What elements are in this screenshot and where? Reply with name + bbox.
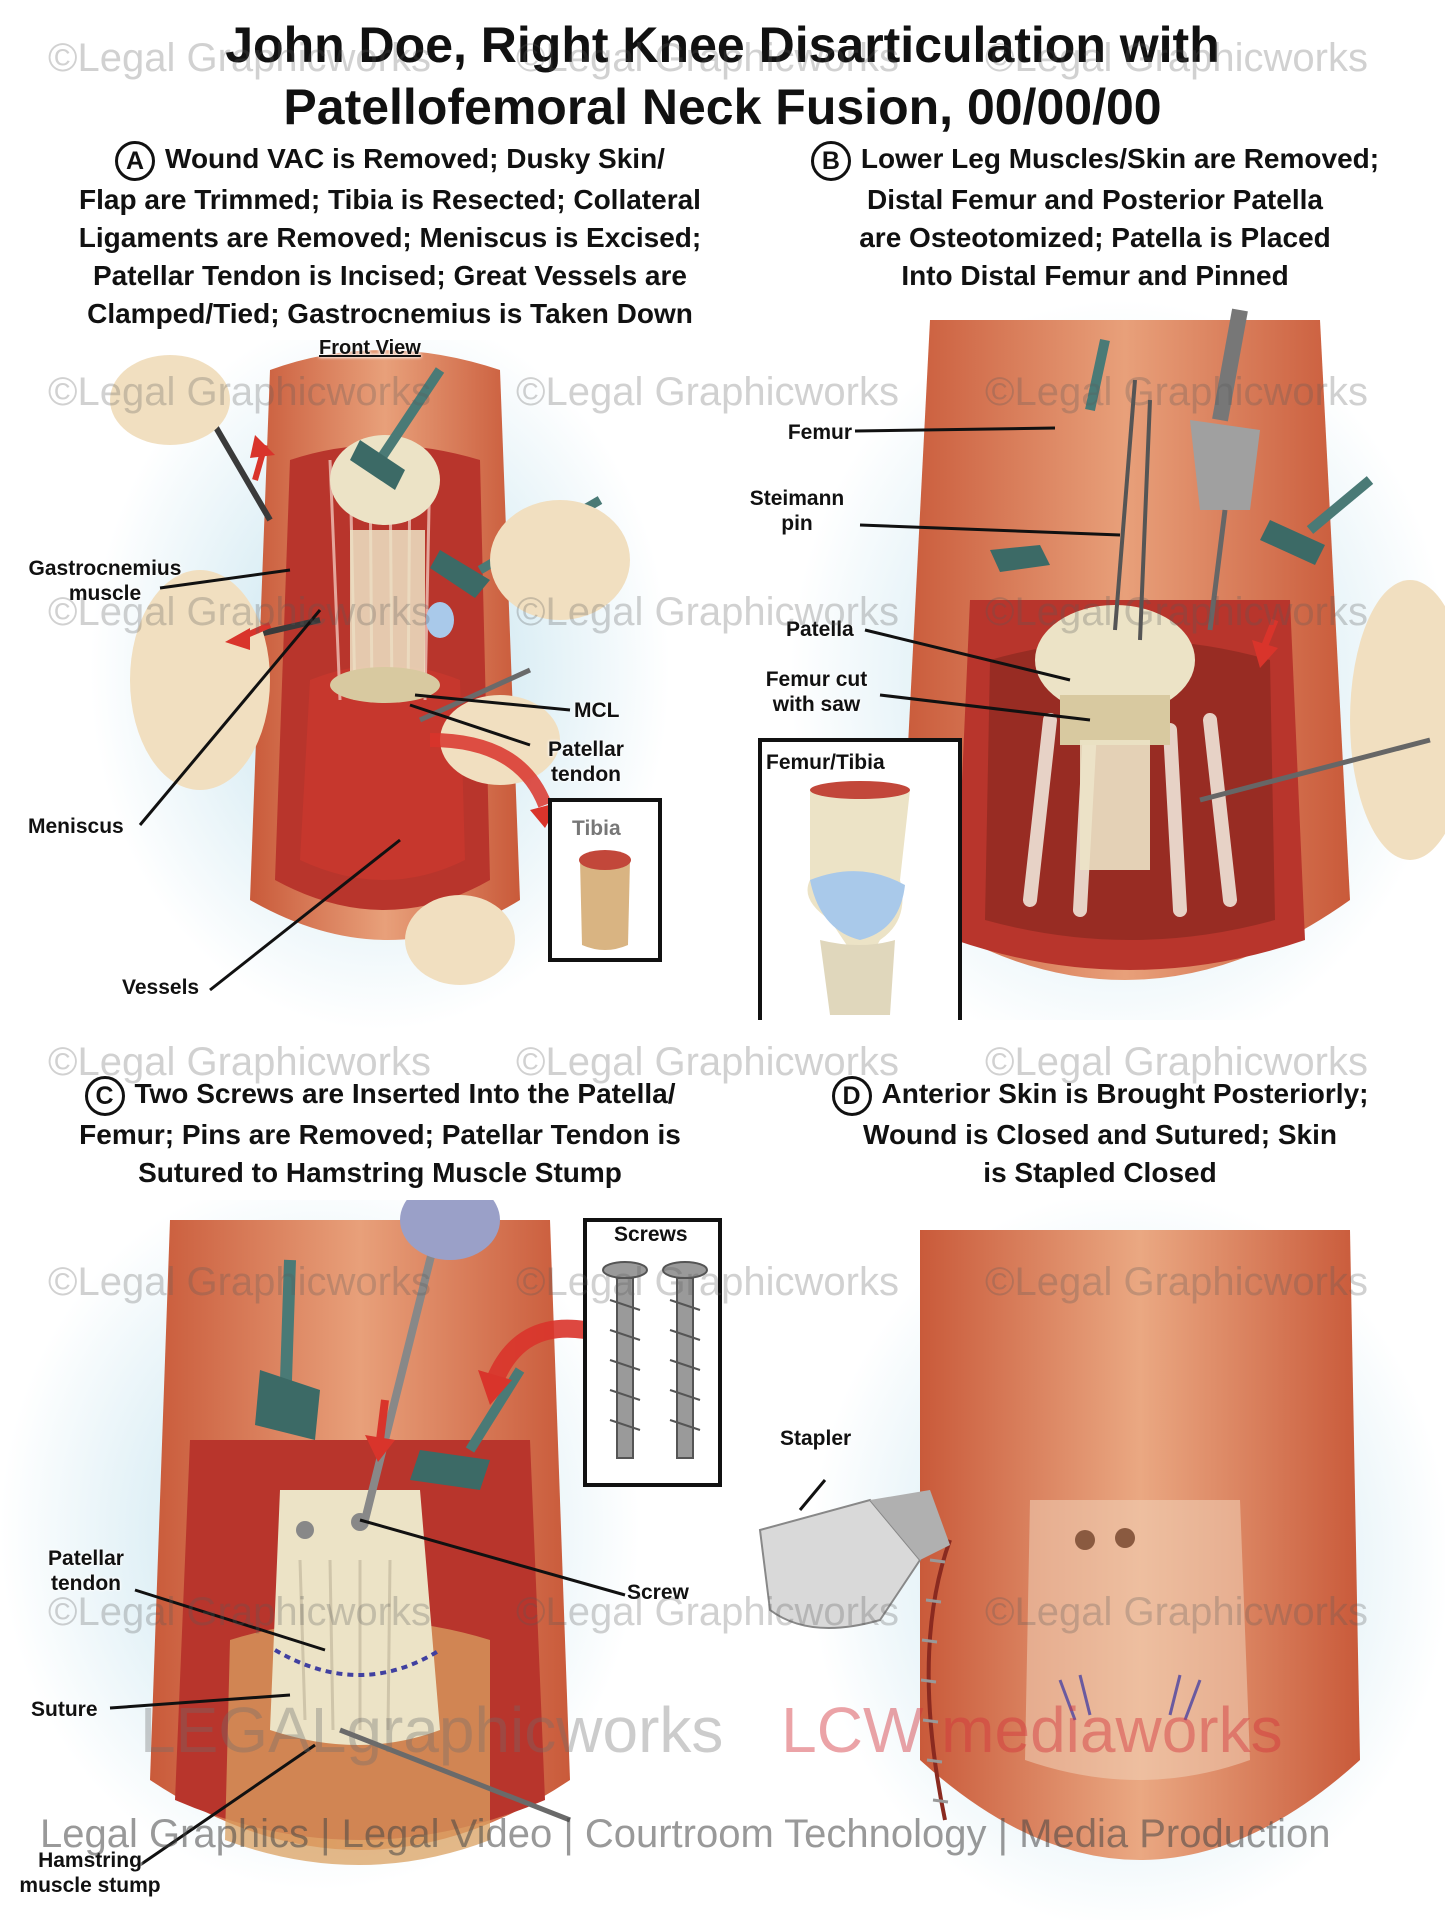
panel-a-badge: A [115, 140, 156, 181]
stapler-label: Stapler [780, 1427, 852, 1450]
footer-services: Legal Graphics | Legal Video | Courtroom… [40, 1812, 1331, 1856]
panel-b-caption-line-1: Lower Leg Muscles/Skin are Removed; [860, 143, 1380, 174]
patellar-tendon-c-line-1: Patellar [48, 1547, 124, 1570]
front-view-label: Front View [319, 337, 421, 359]
femur-cut-line-1: Femur cut [765, 668, 868, 691]
panel-a-caption-line-2: Flap are Trimmed; Tibia is Resected; Col… [79, 183, 701, 215]
panel-a-caption: A Wound VAC is Removed; Dusky Skin/ Flap … [40, 140, 740, 333]
panel-b-caption-line-4: Into Distal Femur and Pinned [901, 259, 1289, 291]
patella-label: Patella [786, 618, 854, 641]
panel-b-badge: B [810, 140, 851, 181]
panel-a-caption-line-4: Patellar Tendon is Incised; Great Vessel… [93, 259, 687, 291]
screws-inset-title: Screws [614, 1223, 688, 1246]
panel-c-caption-line-3: Sutured to Hamstring Muscle Stump [138, 1156, 622, 1188]
gastrocnemius-label-line-2: muscle [68, 582, 142, 605]
panel-c-caption-line-2: Femur; Pins are Removed; Patellar Tendon… [79, 1118, 681, 1150]
patellar-tendon-a-line-1: Patellar [548, 738, 624, 761]
panel-c-caption: C Two Screws are Inserted Into the Patell… [20, 1075, 740, 1192]
vessels-label: Vessels [122, 976, 200, 999]
panel-d-badge: D [831, 1075, 872, 1116]
brand-watermark: LEGALgraphicworks LCW mediaworks [140, 1693, 1410, 1767]
patellar-tendon-c-line-2: tendon [51, 1572, 121, 1595]
panel-a-caption-line-3: Ligaments are Removed; Meniscus is Excis… [78, 221, 702, 253]
panel-d-illustration [758, 1200, 1445, 1920]
femur-cut-line-2: with saw [772, 693, 861, 716]
panel-a-caption-line-5: Clamped/Tied; Gastrocnemius is Taken Dow… [87, 297, 693, 329]
title-line-2: Patellofemoral Neck Fusion, 00/00/00 [283, 79, 1162, 135]
screw-label: Screw [627, 1581, 689, 1604]
panel-d-caption-line-3: is Stapled Closed [983, 1156, 1217, 1188]
gastrocnemius-label-line-1: Gastrocnemius [28, 557, 182, 580]
panel-a-illustration [90, 340, 670, 1030]
panel-b-caption: B Lower Leg Muscles/Skin are Removed; Dis… [770, 140, 1420, 295]
panel-b-caption-line-2: Distal Femur and Posterior Patella [867, 183, 1323, 215]
hamstring-label: Hamstring muscle stump [10, 1848, 170, 1898]
femur-tibia-inset-title: Femur/Tibia [766, 751, 885, 774]
tibia-inset-title: Tibia [572, 817, 621, 840]
steimann-pin-line-1: Steimann [749, 487, 845, 510]
page-title: John Doe, Right Knee Disarticulation wit… [0, 14, 1445, 138]
patellar-tendon-label-a: Patellar tendon [536, 737, 636, 787]
mcl-label: MCL [574, 699, 620, 722]
steimann-pin-label: Steimann pin [742, 486, 852, 536]
brand-right: LCW mediaworks [781, 1694, 1283, 1766]
panel-c-badge: C [84, 1075, 125, 1116]
gastrocnemius-label: Gastrocnemius muscle [20, 556, 190, 606]
title-line-1: John Doe, Right Knee Disarticulation wit… [225, 17, 1220, 73]
panel-d-caption: D Anterior Skin is Brought Posteriorly; W… [780, 1075, 1420, 1192]
patellar-tendon-a-line-2: tendon [551, 763, 621, 786]
patellar-tendon-label-c: Patellar tendon [30, 1546, 142, 1596]
panel-c-caption-line-1: Two Screws are Inserted Into the Patella… [134, 1078, 676, 1109]
suture-label: Suture [31, 1698, 98, 1721]
hamstring-line-1: Hamstring [38, 1849, 142, 1872]
panel-d-caption-line-1: Anterior Skin is Brought Posteriorly; [881, 1078, 1369, 1109]
hamstring-line-2: muscle stump [19, 1874, 161, 1897]
panel-c-illustration [0, 1200, 722, 1890]
brand-left: LEGALgraphicworks [140, 1694, 724, 1766]
panel-d-caption-line-2: Wound is Closed and Sutured; Skin [863, 1118, 1337, 1150]
femur-cut-label: Femur cut with saw [754, 667, 879, 717]
panel-b-illustration [758, 300, 1445, 1020]
panel-a-caption-line-1: Wound VAC is Removed; Dusky Skin/ [165, 143, 665, 174]
femur-label: Femur [787, 421, 852, 444]
panel-b-caption-line-3: are Osteotomized; Patella is Placed [859, 221, 1331, 253]
meniscus-label: Meniscus [28, 815, 124, 838]
steimann-pin-line-2: pin [781, 512, 813, 535]
